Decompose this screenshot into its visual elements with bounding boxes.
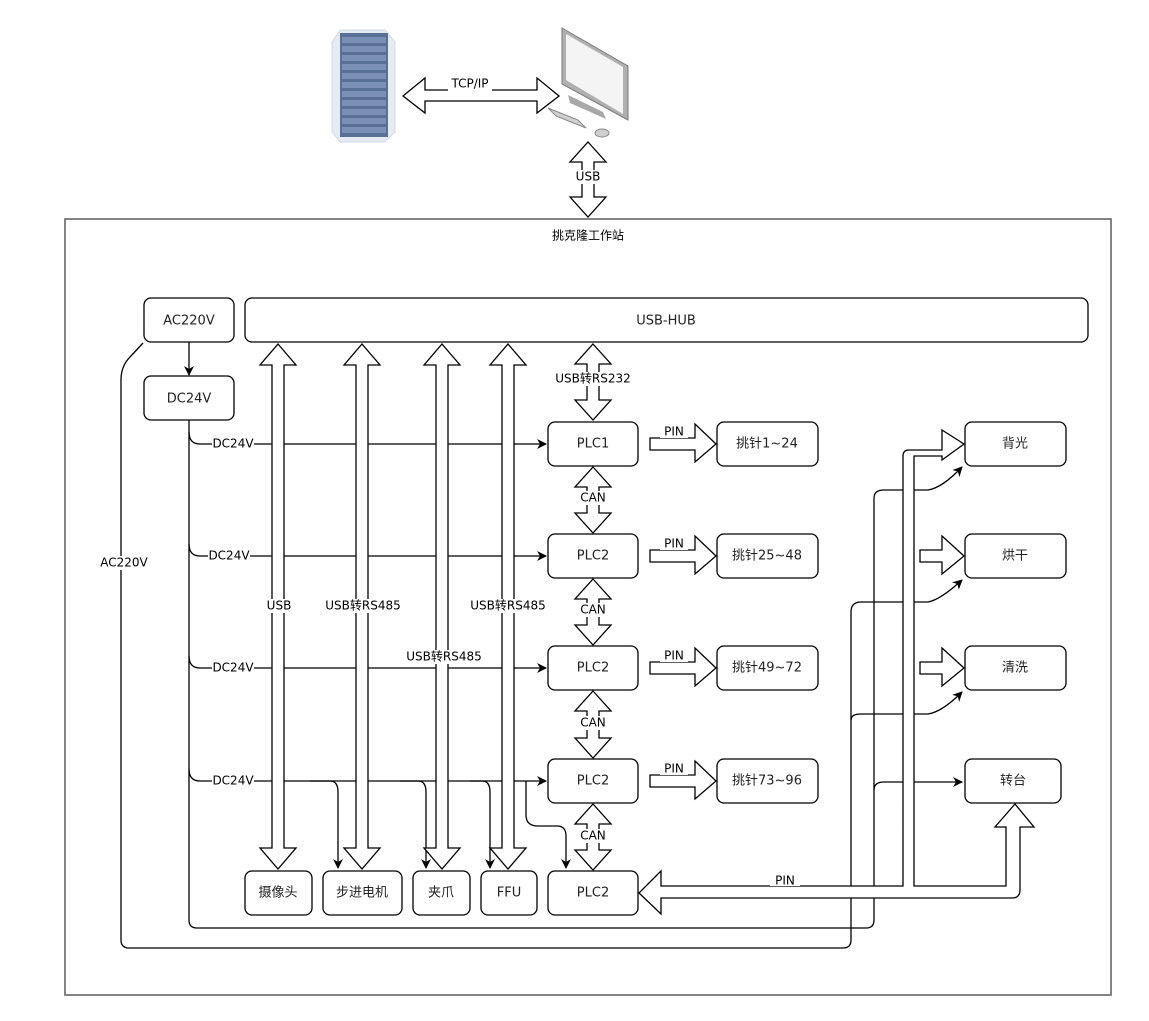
- can-links: CAN CAN CAN CAN: [573, 466, 613, 871]
- plc2-box-4: [547, 870, 639, 916]
- dc24v-labels: DC24V DC24V DC24V DC24V: [208, 437, 254, 788]
- dc24v-branch-plc2a: [188, 543, 547, 561]
- actuator-boxes: 背光 烘干 清洗 转台: [964, 421, 1067, 804]
- gripper-label: 夹爪: [428, 886, 454, 901]
- can-label-1: CAN: [580, 491, 606, 505]
- rs485-ffu-link-label: USB转RS485: [470, 598, 546, 613]
- pin-label-3: PIN: [664, 649, 684, 663]
- bottom-pin-label: PIN: [775, 874, 795, 888]
- camera-label: 摄像头: [258, 886, 297, 901]
- plc-column: PLC1 PLC2 PLC2 PLC2 PLC2: [547, 421, 639, 916]
- pin-links: PIN PIN PIN PIN: [649, 422, 717, 801]
- rs232-link-label: USB转RS232: [555, 371, 631, 386]
- plc2-label-1: PLC2: [577, 549, 609, 564]
- tcpip-link: TCP/IP: [401, 77, 561, 115]
- usb-pc-link: USB: [568, 141, 608, 218]
- dc24v-to-turntable: [873, 777, 963, 791]
- usb-hub-box: [244, 297, 1089, 343]
- plc2-box-2: [547, 645, 639, 691]
- rs485-gripper-link: [422, 343, 462, 870]
- ffu-box: [480, 870, 538, 916]
- pin-bus: PIN: [638, 428, 1036, 916]
- pin-arrow-cleaning: [919, 646, 965, 688]
- dc24v-label-4: DC24V: [212, 774, 254, 788]
- dc24v-to-ffu: [470, 780, 495, 869]
- cleaning-label: 清洗: [1002, 661, 1028, 676]
- needle-box-2: [716, 533, 819, 579]
- plc1-label: PLC1: [577, 437, 609, 452]
- pin-label-2: PIN: [664, 537, 684, 551]
- plc2-label-3: PLC2: [577, 774, 609, 789]
- turntable-box: [964, 758, 1062, 804]
- dc24v-label-1: DC24V: [212, 437, 254, 451]
- turntable-label: 转台: [1000, 774, 1026, 789]
- needle-label-2: 挑针25~48: [732, 549, 802, 564]
- rs485-stepper-link-label: USB转RS485: [325, 598, 401, 613]
- rs485-gripper-link-label: USB转RS485: [406, 649, 482, 664]
- dc24v-to-stepper: [310, 780, 343, 869]
- workstation-container: [64, 218, 1112, 996]
- ffu-label: FFU: [497, 886, 521, 901]
- pin-arrow-dryer: [919, 534, 965, 576]
- plc2-box-1: [547, 533, 639, 579]
- dc24v-trunk: [188, 420, 963, 929]
- ac220v-line-label: AC220V: [100, 556, 148, 570]
- plc2-box-3: [547, 758, 639, 804]
- ac220v-line: [120, 342, 963, 949]
- pin-label-1: PIN: [664, 425, 684, 439]
- plc1-box: [547, 421, 639, 467]
- needle-label-3: 挑针49~72: [732, 661, 802, 676]
- pin-arrow-2: [649, 534, 717, 576]
- backlight-label: 背光: [1002, 437, 1028, 452]
- needle-label-1: 挑针1~24: [736, 437, 798, 452]
- server-rack-icon: [331, 29, 396, 143]
- needle-box-4: [716, 758, 819, 804]
- needle-box-3: [716, 645, 819, 691]
- plc2-label-2: PLC2: [577, 661, 609, 676]
- ac220v-to-cleaning: [850, 691, 963, 721]
- usb-camera-link-label: USB: [267, 599, 292, 613]
- usb-hub-label: USB-HUB: [636, 314, 696, 329]
- gripper-box: [412, 870, 471, 916]
- dc24v-to-plc5: [525, 781, 571, 869]
- pin-arrow-4: [649, 759, 717, 801]
- needle-box-1: [716, 421, 819, 467]
- stepper-motor-label: 步进电机: [336, 886, 388, 901]
- dc24v-branch-plc2b: [188, 655, 547, 673]
- camera-box: [244, 870, 313, 916]
- tcpip-label: TCP/IP: [450, 77, 488, 91]
- dc24v-branch-plc1: [188, 431, 547, 449]
- dc24v-label-3: DC24V: [212, 661, 254, 675]
- plc2-label-4: PLC2: [577, 886, 609, 901]
- can-label-4: CAN: [580, 829, 606, 843]
- ac220v-label: AC220V: [163, 314, 215, 329]
- workstation-title: 挑克隆工作站: [552, 228, 624, 243]
- pin-label-4: PIN: [664, 762, 684, 776]
- dryer-box: [964, 533, 1067, 579]
- dryer-label: 烘干: [1002, 549, 1028, 564]
- cleaning-box: [964, 645, 1067, 691]
- dc24v-to-gripper: [400, 780, 431, 869]
- pin-arrow-3: [649, 646, 717, 688]
- stepper-motor-box: [322, 870, 403, 916]
- usb-pc-label: USB: [576, 170, 601, 184]
- can-label-2: CAN: [580, 603, 606, 617]
- can-label-3: CAN: [580, 716, 606, 730]
- dc24v-branch-plc2c: [188, 768, 547, 786]
- pin-arrow-1: [649, 422, 717, 464]
- dc24v-label-2: DC24V: [208, 549, 250, 563]
- dc24v-label: DC24V: [167, 392, 212, 407]
- desktop-computer-icon: [547, 27, 629, 138]
- needle-boxes: 挑针1~24 挑针25~48 挑针49~72 挑针73~96: [716, 421, 819, 804]
- needle-label-4: 挑针73~96: [732, 774, 802, 789]
